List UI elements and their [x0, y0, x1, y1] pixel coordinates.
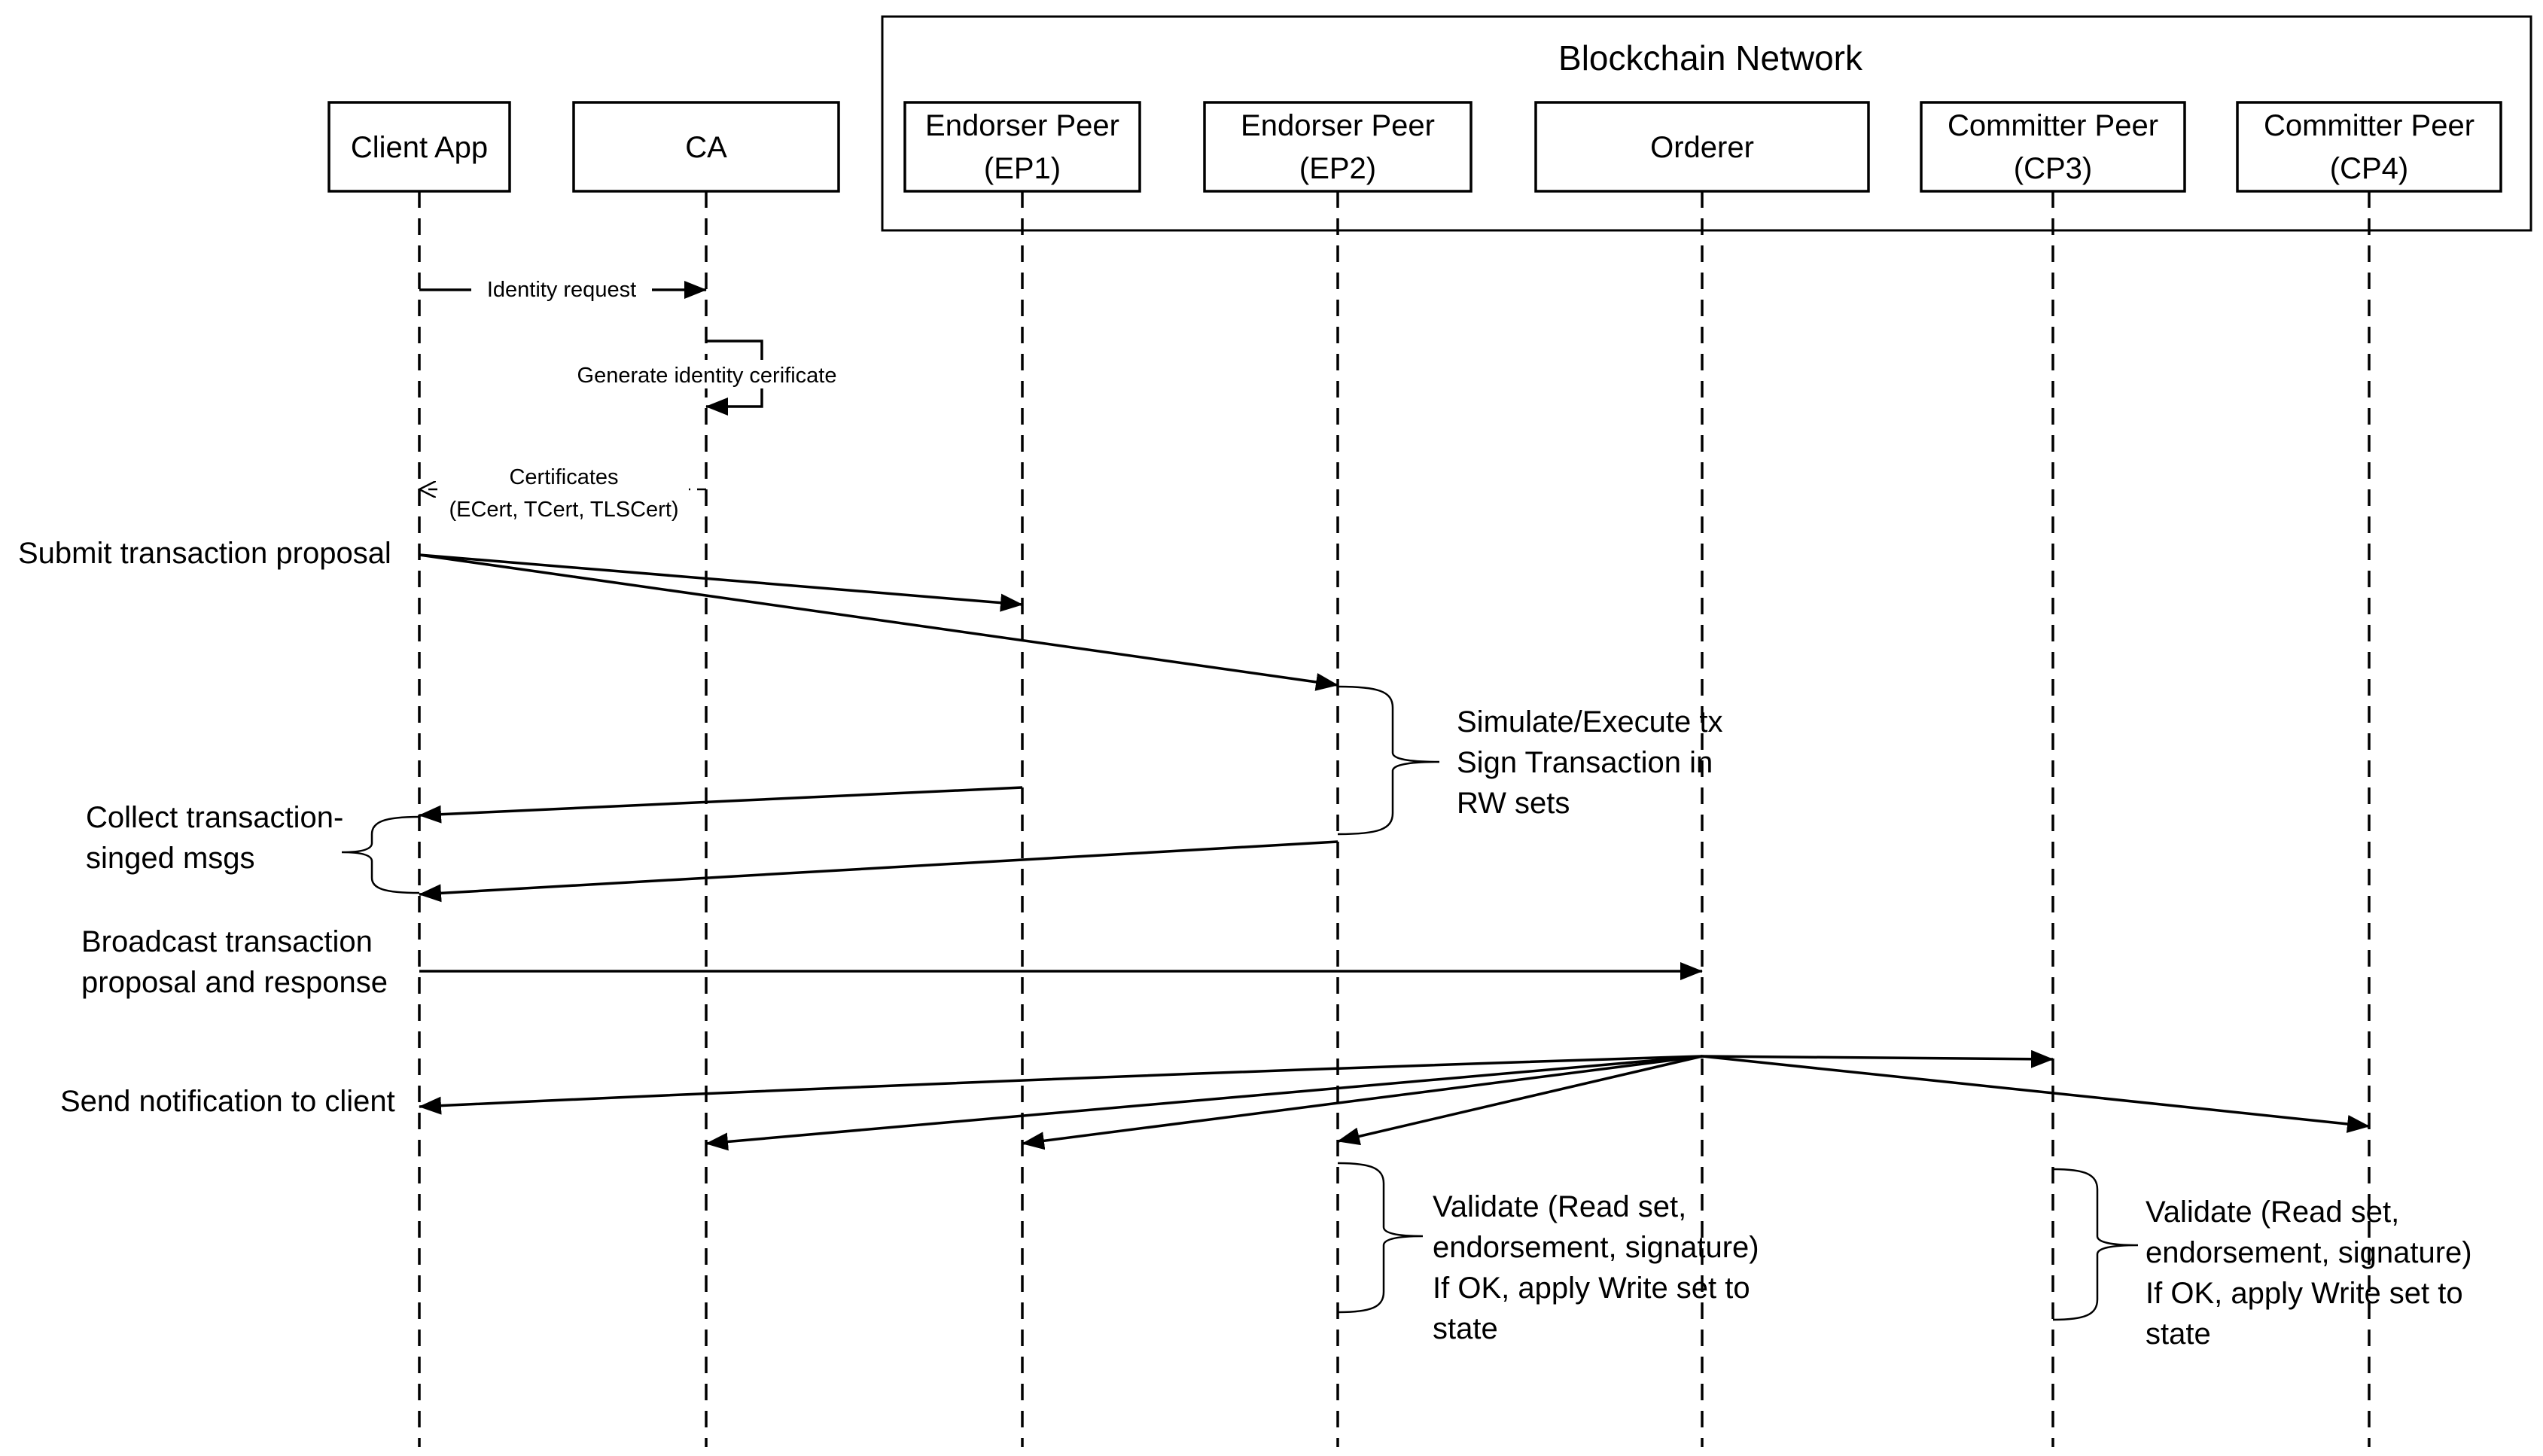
participant-label-ca: CA [685, 131, 727, 164]
simulate-note-line3: RW sets [1457, 787, 1570, 820]
validate-ep2-line3: If OK, apply Write set to [1433, 1272, 1750, 1305]
notify-label: Send notification to client [60, 1085, 395, 1118]
collect-brace [341, 815, 420, 894]
validate-cp4-line1: Validate (Read set, [2146, 1196, 2399, 1229]
certificates-label-bg [440, 461, 689, 524]
validate-ep2-line2: endorsement, signature) [1433, 1231, 1759, 1264]
participant-label-orderer: Orderer [1650, 131, 1754, 164]
participant-ca: CA [572, 101, 840, 193]
participant-label-cp3-line1: Committer Peer [1948, 109, 2158, 142]
participant-label-cp4-line2: (CP4) [2330, 152, 2408, 185]
validate-ep2-line4: state [1433, 1312, 1498, 1345]
participant-box-orderer [1534, 101, 1870, 193]
identity-request-label-bg [471, 275, 652, 303]
participant-label-ep1-line1: Endorser Peer [925, 109, 1119, 142]
participant-label-ep2-line1: Endorser Peer [1241, 109, 1435, 142]
participant-ep1: Endorser Peer (EP1) [903, 101, 1141, 193]
participant-cp4: Committer Peer (CP4) [2236, 101, 2502, 193]
validate-cp4-line2: endorsement, signature) [2146, 1236, 2472, 1269]
collect-label-line1: Collect transaction- [86, 801, 343, 834]
validate-ep2-line1: Validate (Read set, [1433, 1190, 1686, 1223]
collect-label-line2: singed msgs [86, 842, 255, 875]
endorsement-response-ep2 [419, 840, 1339, 903]
participant-orderer: Orderer [1534, 101, 1870, 193]
submit-proposal-arrow-ep1 [419, 553, 1023, 612]
validate-cp4-line3: If OK, apply Write set to [2146, 1277, 2463, 1310]
simulate-brace [1337, 685, 1440, 836]
participant-box-cp4 [2236, 101, 2502, 193]
generate-certificate-label-bg [551, 360, 863, 388]
notify-arrow-cp4 [1701, 1055, 2370, 1133]
validate-brace-cp3 [2052, 1168, 2139, 1321]
submit-label: Submit transaction proposal [18, 537, 391, 570]
participant-label-cp4-line1: Committer Peer [2264, 109, 2474, 142]
notify-arrow-ca [705, 1055, 1703, 1151]
participant-label-ep1-line2: (EP1) [984, 152, 1061, 185]
participant-box-ca [572, 101, 840, 193]
submit-proposal-arrow-ep2 [419, 553, 1339, 691]
certificates-label-line1: Certificates [509, 465, 618, 489]
participant-label-ep2-line2: (EP2) [1299, 152, 1376, 185]
participant-label-cp3-line2: (CP3) [2014, 152, 2092, 185]
notify-arrow-client [419, 1055, 1703, 1115]
broadcast-label-line2: proposal and response [81, 966, 388, 999]
blockchain-network-frame [881, 15, 2532, 232]
participant-cp3: Committer Peer (CP3) [1920, 101, 2186, 193]
validate-brace-ep2 [1337, 1162, 1424, 1314]
notify-arrow-cp3 [1701, 1049, 2054, 1068]
participant-ep2: Endorser Peer (EP2) [1203, 101, 1473, 193]
participant-client: Client App [327, 101, 511, 193]
broadcast-label-line1: Broadcast transaction [81, 925, 373, 958]
simulate-note-line1: Simulate/Execute tx [1457, 705, 1723, 739]
notify-arrow-ep1 [1022, 1055, 1703, 1150]
participant-label-client: Client App [351, 131, 488, 164]
notify-arrow-ep2 [1337, 1055, 1703, 1146]
validate-cp4-line4: state [2146, 1317, 2211, 1351]
blockchain-network-group: Blockchain Network [881, 15, 2532, 232]
participant-box-ep1 [903, 101, 1141, 193]
participant-box-client [327, 101, 511, 193]
generate-certificate-label: Generate identity cerificate [577, 364, 837, 388]
certificates-label-line2: (ECert, TCert, TLSCert) [449, 498, 678, 522]
endorsement-response-ep1 [419, 786, 1023, 824]
simulate-note-line2: Sign Transaction in [1457, 746, 1713, 779]
identity-request-label: Identity request [487, 278, 636, 302]
blockchain-network-title: Blockchain Network [1558, 38, 1863, 78]
